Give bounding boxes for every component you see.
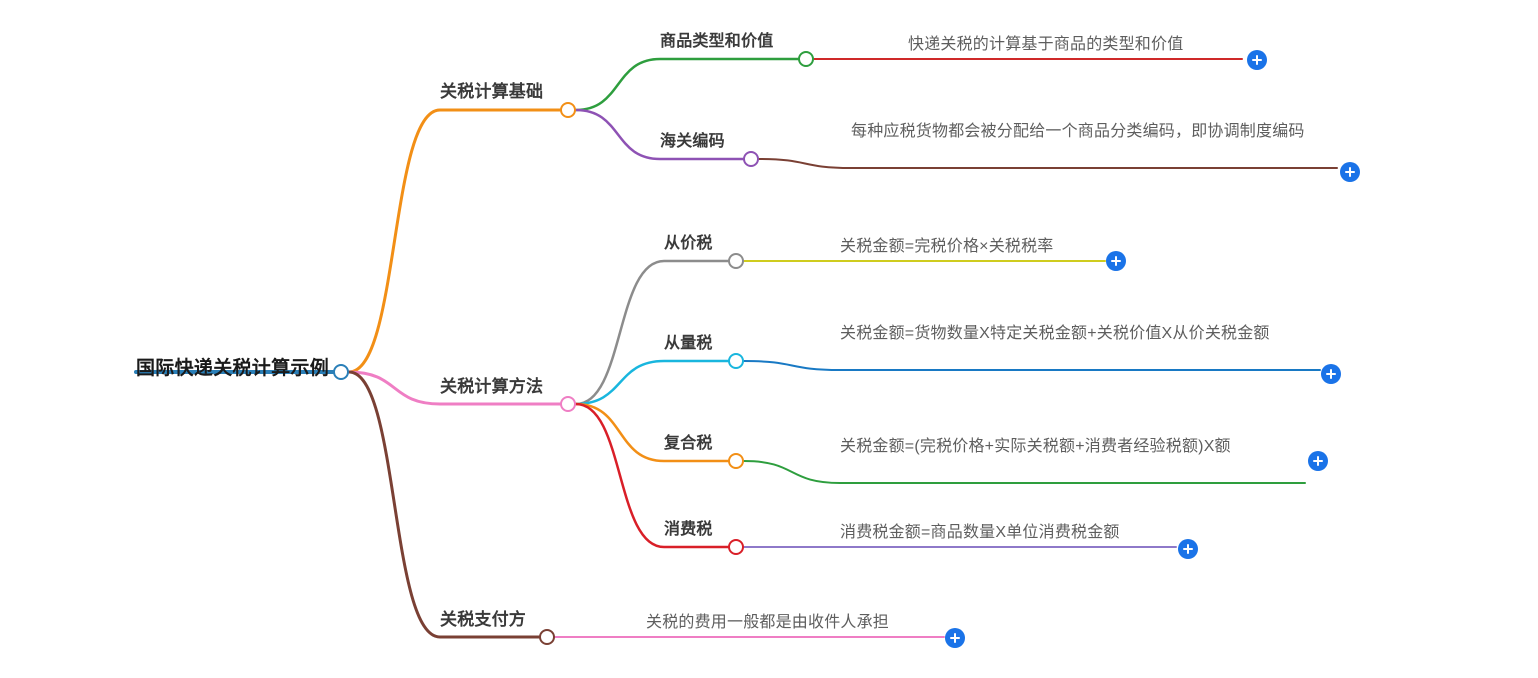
desc-edge-leaf-specific-duty: [743, 360, 1321, 371]
leaf-node-leaf-specific-duty[interactable]: [728, 353, 744, 369]
root-node-label: 国际快递关税计算示例: [136, 358, 330, 379]
desc-label-leaf-compound-duty: 关税金额=(完税价格+实际关税额+消费者经验税额)X额: [840, 438, 1231, 455]
desc-label-leaf-payer-desc: 关税的费用一般都是由收件人承担: [646, 614, 890, 631]
desc-label-leaf-ad-valorem: 关税金额=完税价格×关税税率: [840, 238, 1054, 255]
leaf-edge-leaf-product-type-value: [574, 57, 800, 112]
leaf-node-leaf-consumption-tax[interactable]: [728, 539, 744, 555]
leaf-label-leaf-customs-code: 海关编码: [660, 133, 725, 150]
leaf-label-leaf-product-type-value: 商品类型和价值: [660, 33, 774, 50]
branch-node-branch-calc-methods[interactable]: [560, 396, 576, 412]
desc-label-leaf-consumption-tax: 消费税金额=商品数量X单位消费税金额: [840, 524, 1120, 541]
desc-label-leaf-specific-duty: 关税金额=货物数量X特定关税金额+关税价值X从价关税金额: [840, 325, 1270, 342]
expand-button-leaf-specific-duty[interactable]: [1321, 364, 1341, 384]
leaf-node-leaf-ad-valorem[interactable]: [728, 253, 744, 269]
leaf-label-leaf-compound-duty: 复合税: [664, 435, 713, 452]
leaf-node-leaf-product-type-value[interactable]: [798, 51, 814, 67]
branch-edge-branch-payer: [347, 370, 541, 639]
leaf-label-leaf-ad-valorem: 从价税: [664, 235, 713, 252]
expand-button-leaf-consumption-tax[interactable]: [1178, 539, 1198, 559]
branch-label-branch-payer: 关税支付方: [440, 610, 526, 629]
expand-button-leaf-payer-desc[interactable]: [945, 628, 965, 648]
desc-edge-leaf-customs-code: [758, 158, 1338, 169]
leaf-edge-leaf-specific-duty: [574, 359, 730, 406]
desc-edge-leaf-compound-duty: [743, 460, 1306, 484]
expand-button-leaf-customs-code[interactable]: [1340, 162, 1360, 182]
branch-label-branch-calc-methods: 关税计算方法: [440, 377, 544, 396]
branch-node-branch-tariff-basics[interactable]: [560, 102, 576, 118]
leaf-label-leaf-consumption-tax: 消费税: [664, 521, 713, 538]
branch-node-branch-payer[interactable]: [539, 629, 555, 645]
expand-button-leaf-ad-valorem[interactable]: [1106, 251, 1126, 271]
branch-edge-branch-tariff-basics: [347, 108, 562, 374]
leaf-node-leaf-compound-duty[interactable]: [728, 453, 744, 469]
expand-button-leaf-product-type-value[interactable]: [1247, 50, 1267, 70]
desc-label-leaf-customs-code: 每种应税货物都会被分配给一个商品分类编码，即协调制度编码: [851, 123, 1305, 140]
desc-label-leaf-product-type-value: 快递关税的计算基于商品的类型和价值: [908, 36, 1184, 53]
expand-button-leaf-compound-duty[interactable]: [1308, 451, 1328, 471]
leaf-node-leaf-customs-code[interactable]: [743, 151, 759, 167]
branch-label-branch-tariff-basics: 关税计算基础: [440, 82, 544, 101]
leaf-label-leaf-specific-duty: 从量税: [664, 335, 713, 352]
root-node-dot[interactable]: [333, 364, 349, 380]
